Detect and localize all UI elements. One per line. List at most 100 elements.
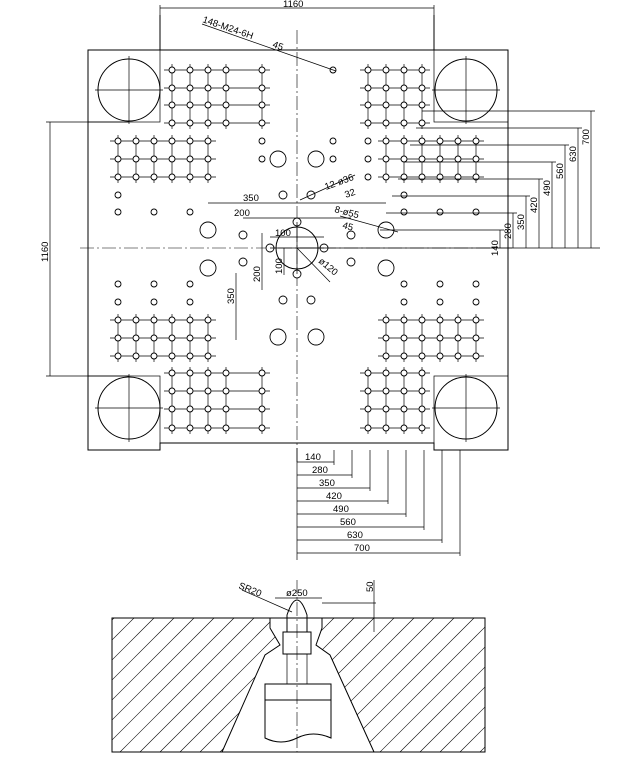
bolt-hole [150, 155, 158, 163]
bolt-hole [400, 280, 408, 288]
bolt-hole [364, 424, 372, 432]
bolt-hole [186, 84, 194, 92]
bolt-hole [400, 424, 408, 432]
bolt-hole [186, 155, 194, 163]
bolt-hole [418, 316, 426, 324]
hatch-line [112, 618, 215, 752]
bolt-hole [454, 352, 462, 360]
bolt-hole [436, 280, 444, 288]
dim-v-350: 350 [226, 288, 237, 304]
bolt-hole [307, 328, 325, 346]
bolt-hole [204, 405, 212, 413]
bolt-hole [364, 119, 372, 127]
bolt-hole [168, 119, 176, 127]
bolt-hole [382, 424, 390, 432]
bolt-hole [132, 155, 140, 163]
bolt-hole [150, 334, 158, 342]
hatch-line [379, 618, 485, 752]
hatch-line [112, 618, 135, 752]
right-dim-label: 560 [555, 163, 566, 179]
bolt-hole [186, 316, 194, 324]
hatch-line [112, 618, 155, 752]
hatch-line [319, 618, 455, 752]
bolt-hole [150, 280, 158, 288]
bolt-hole [150, 137, 158, 145]
bolt-hole [186, 119, 194, 127]
center-lines [80, 30, 515, 465]
bolt-hole [418, 101, 426, 109]
hatch-line [0, 618, 94, 752]
bolt-hole [329, 137, 337, 145]
bolt-hole [382, 101, 390, 109]
bolt-hole [436, 208, 444, 216]
bolt-hole [222, 119, 230, 127]
bolt-hole [269, 150, 287, 168]
bolt-hole [418, 405, 426, 413]
bolt-hole [418, 155, 426, 163]
hatch-line [339, 618, 475, 752]
hole-grid [114, 66, 480, 432]
bolt-hole [364, 137, 372, 145]
bolt-hole [222, 405, 230, 413]
bolt-hole [204, 387, 212, 395]
bolt-hole [168, 137, 176, 145]
bolt-hole [472, 334, 480, 342]
bolt-hole [168, 66, 176, 74]
label-dia: ø250 [286, 588, 308, 599]
hatch-line [479, 618, 485, 752]
callout-holes-8-depth: 45 [341, 220, 354, 233]
bolt-hole [150, 173, 158, 181]
bolt-hole [364, 66, 372, 74]
bolt-hole [114, 298, 122, 306]
bolt-hole [364, 84, 372, 92]
bolt-hole [382, 66, 390, 74]
bolt-hole [418, 66, 426, 74]
bolt-hole [258, 119, 266, 127]
right-dim-label: 280 [503, 223, 514, 239]
hatch-line [112, 618, 195, 752]
bolt-hole [436, 352, 444, 360]
bolt-hole [418, 387, 426, 395]
bolt-hole [400, 84, 408, 92]
bolt-hole [132, 352, 140, 360]
tie-bar-circles [95, 56, 500, 442]
hatch-line [139, 618, 275, 752]
bolt-hole [186, 208, 194, 216]
right-dim-label: 630 [568, 146, 579, 162]
bolt-hole [150, 352, 158, 360]
bolt-hole [238, 257, 248, 267]
bolt-hole [222, 84, 230, 92]
bolt-hole [258, 137, 266, 145]
bolt-hole [400, 298, 408, 306]
bolt-hole [238, 230, 248, 240]
bolt-hole [186, 334, 194, 342]
bottom-dim-label: 140 [305, 452, 321, 463]
bolt-hole [472, 155, 480, 163]
bolt-hole [418, 84, 426, 92]
bottom-dim-label: 420 [326, 491, 342, 502]
bolt-hole [418, 369, 426, 377]
bolt-hole [258, 369, 266, 377]
bolt-hole [454, 155, 462, 163]
bottom-dim-label: 490 [333, 504, 349, 515]
right-dim-label: 420 [529, 197, 540, 213]
bottom-dim-label: 350 [319, 478, 335, 489]
hatch-line [359, 618, 485, 752]
bolt-hole [364, 369, 372, 377]
bottom-dim-label: 700 [354, 543, 370, 554]
bolt-hole [400, 352, 408, 360]
bolt-hole [168, 424, 176, 432]
bolt-hole [382, 405, 390, 413]
label-sr: SR20 [237, 581, 263, 600]
dimensions-outer: 1160 1160 [40, 0, 435, 377]
bolt-hole [278, 190, 288, 200]
bolt-hole [346, 230, 356, 240]
bolt-hole [382, 387, 390, 395]
bolt-hole [204, 66, 212, 74]
dim-inner-200: 200 [234, 208, 250, 219]
bolt-hole [346, 257, 356, 267]
hatch-line [112, 618, 175, 752]
hatch-line [399, 618, 485, 752]
